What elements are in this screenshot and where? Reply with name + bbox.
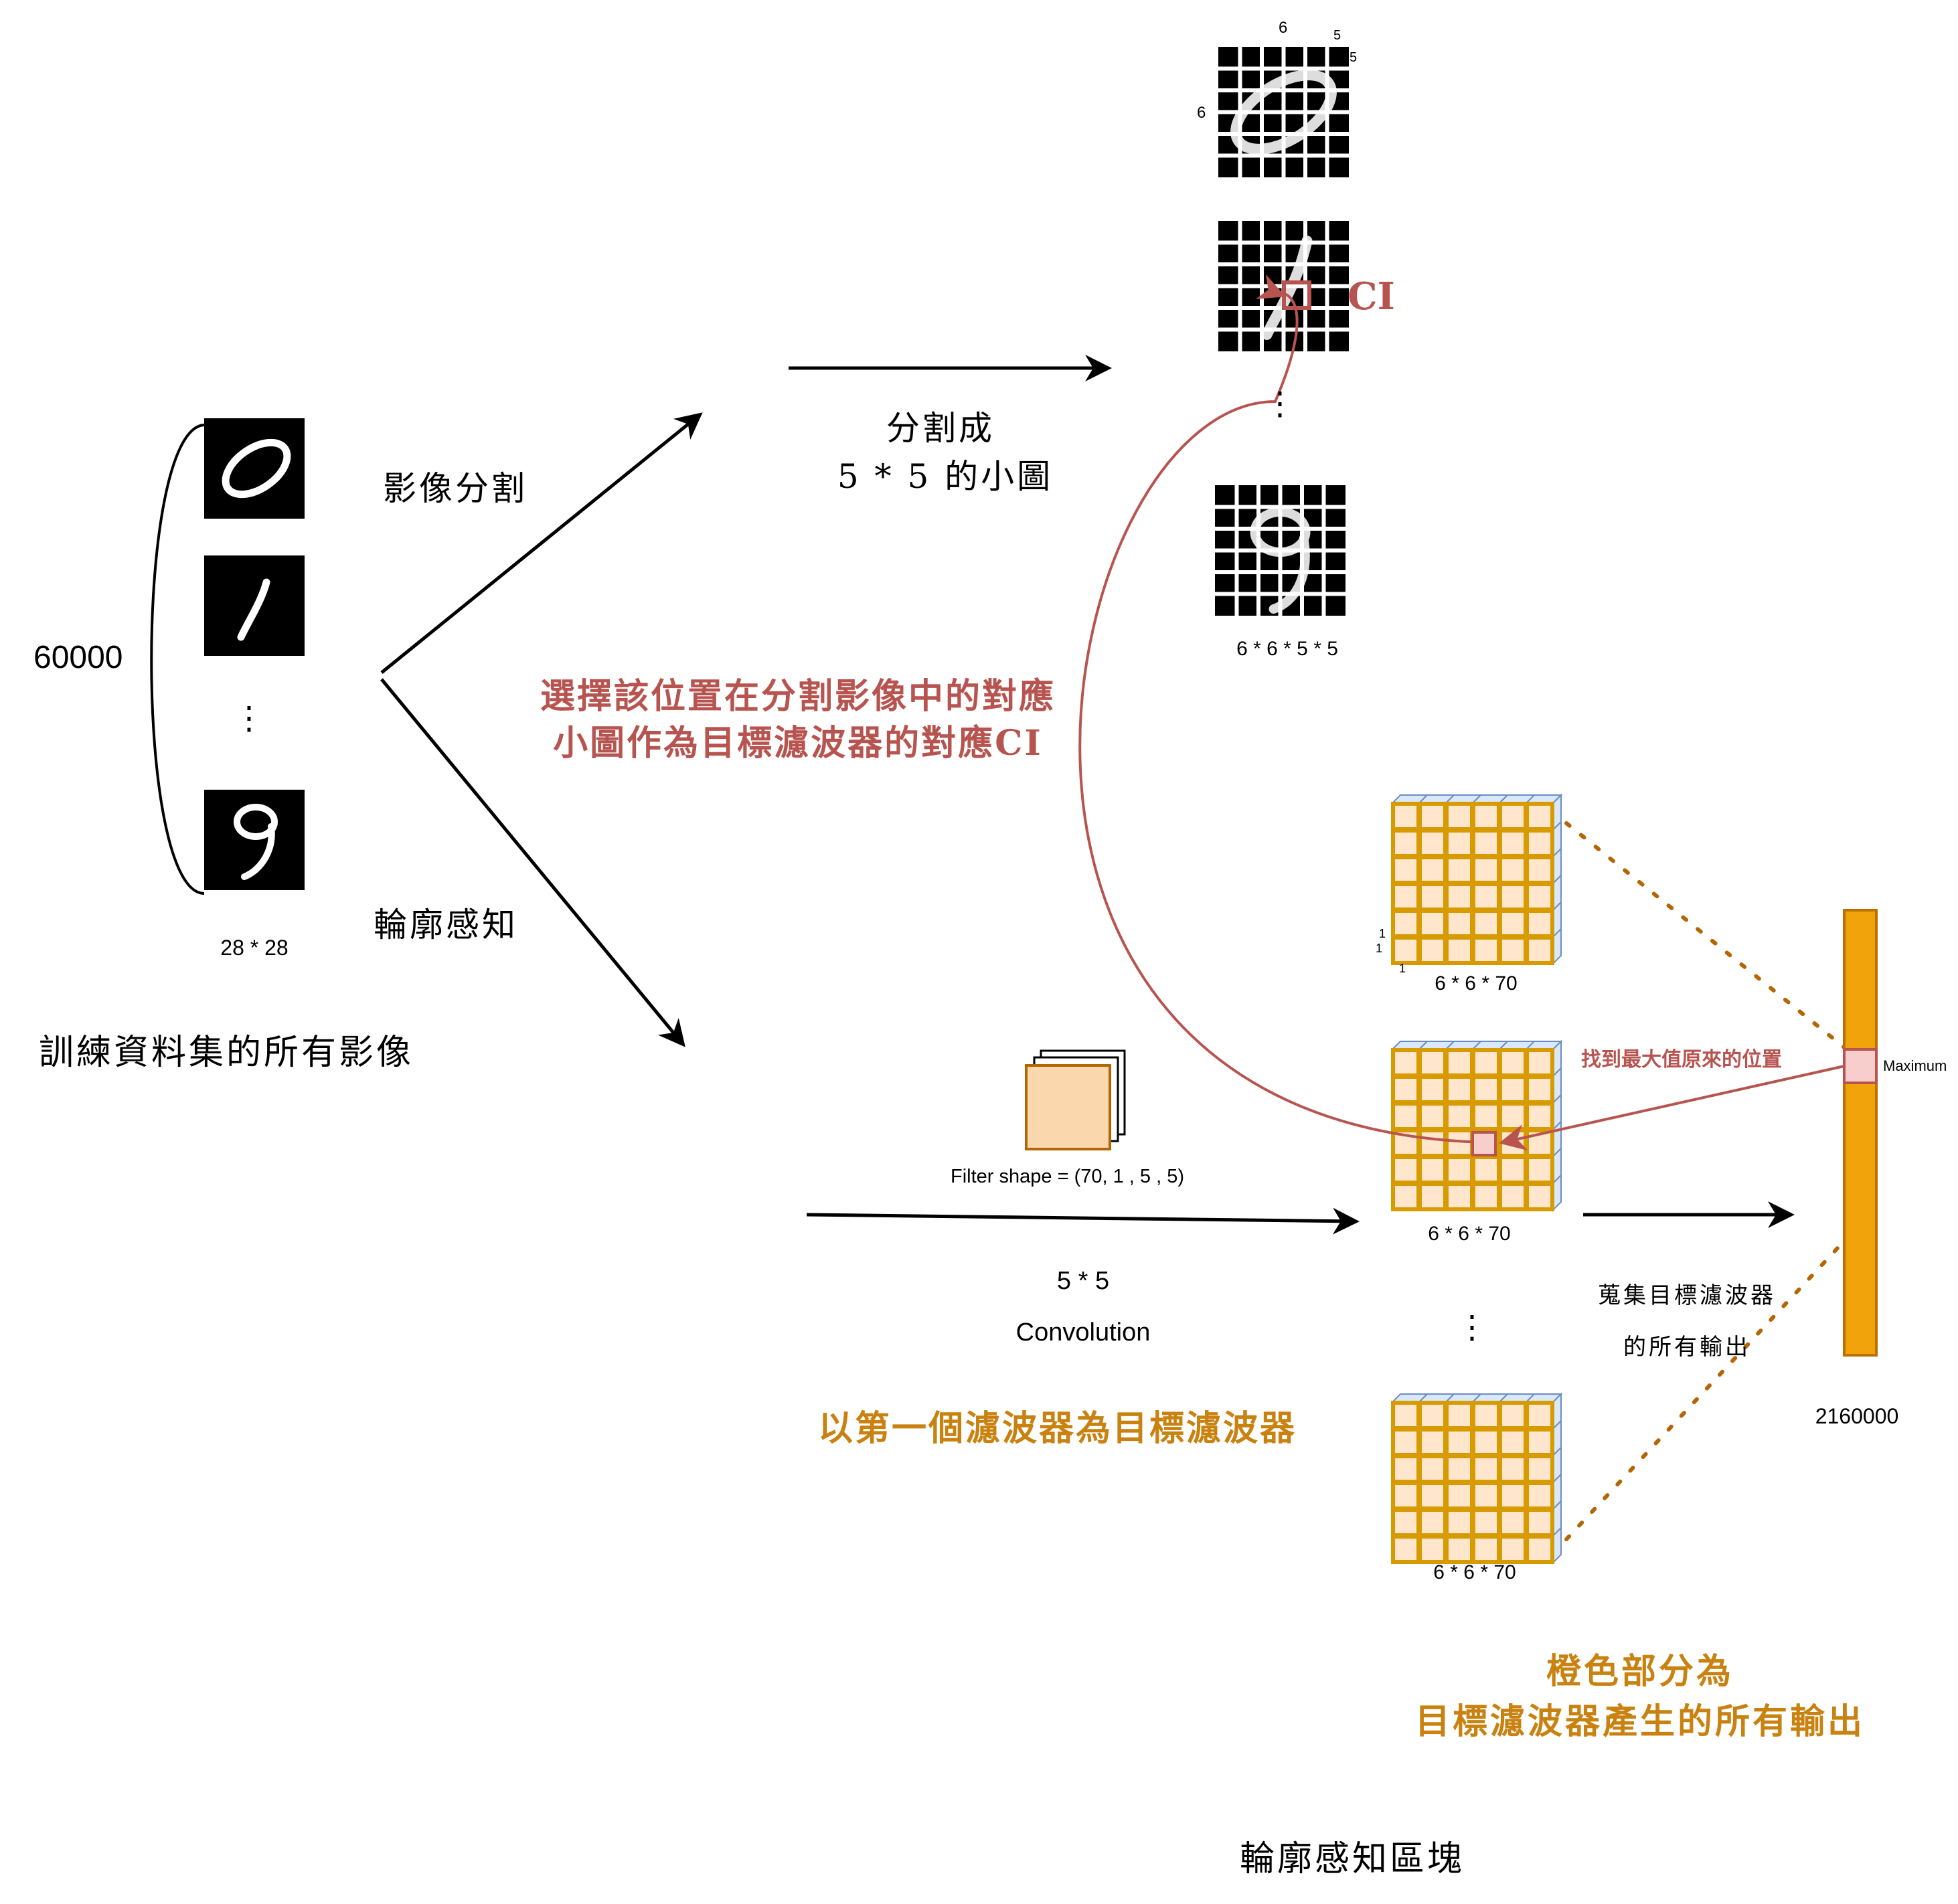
collect-label-line1: 蒐集目標濾波器 [1598,1282,1776,1309]
select-note-line2: 小圖作為目標濾波器的對應CI [553,723,1043,764]
image-size-label: 28 * 28 [220,936,289,960]
grid-dim-corner-a: 5 [1333,28,1341,43]
grid-total-label: 6 * 6 * 5 * 5 [1236,638,1338,660]
feature-map-cube-bottom [1390,1392,1563,1565]
grid-dim-corner-b: 5 [1350,50,1358,65]
max-location-cell [1471,1131,1497,1156]
output-vector-bar [1843,909,1878,1357]
find-max-label: 找到最大值原來的位置 [1581,1048,1782,1071]
collect-label-line2: 的所有輸出 [1623,1334,1750,1361]
curve-to-ci [1078,274,1483,1144]
feature-map-label-mid: 6 * 6 * 70 [1428,1223,1511,1245]
filter-shape-label: Filter shape = (70, 1 , 5 , 5) [951,1166,1184,1187]
depth-mark-b: 1 [1376,942,1383,955]
digit-thumbnail-0 [204,418,305,519]
target-filter-note: 以第一個濾波器為目標濾波器 [818,1408,1297,1449]
depth-mark-c: 1 [1399,962,1406,975]
block-title: 輪廓感知區塊 [1239,1839,1465,1879]
select-note-line1: 選擇該位置在分割影像中的對應 [540,676,1056,717]
split-grid-0 [1218,47,1349,177]
dataset-caption: 訓練資料集的所有影像 [39,1033,414,1073]
orange-note-line1: 橙色部分為 [1546,1651,1734,1692]
digit-thumbnail-9 [204,790,305,890]
arrow-to-segmentation [380,412,703,674]
dataset-count-label: 60000 [33,640,123,675]
grid-dim-left: 6 [1197,104,1206,122]
grid-dim-top: 6 [1279,19,1288,37]
dotted-connector-top [1564,821,1846,1049]
feature-map-label-bottom: 6 * 6 * 70 [1433,1561,1516,1583]
maximum-label: Maximum [1883,1057,1947,1074]
split-grid-9 [1215,485,1345,616]
split-label-line1: 分割成 [886,409,995,448]
feature-map-cubes [1390,793,1563,1565]
depth-mark-a: 1 [1379,927,1386,940]
dataset-bracket [150,424,205,895]
feature-map-cube-top [1390,793,1563,966]
arrow-max-to-location [1499,1065,1845,1151]
arrow-to-contour [380,678,685,1047]
arrow-convolution [806,1207,1360,1235]
split-grids [1215,47,1349,616]
ci-label: CI [1348,274,1395,319]
branch-label-contour: 輪廓感知 [374,905,518,944]
maximum-cell [1843,1048,1878,1084]
feature-map-label-top: 6 * 6 * 70 [1435,972,1518,994]
orange-note-line2: 目標濾波器產生的所有輸出 [1414,1701,1866,1742]
split-label-line2: 5 * 5 的小圖 [837,457,1054,496]
filter-stack-icon [1025,1049,1126,1150]
grids-ellipsis: ⋮ [1264,386,1296,422]
branch-label-segmentation: 影像分割 [383,469,527,508]
convolution-label: Convolution [1015,1318,1151,1347]
feature-maps-ellipsis: ⋮ [1456,1310,1488,1345]
feature-map-cube-mid [1390,1039,1563,1212]
vector-length-label: 2160000 [1815,1404,1899,1428]
dataset-ellipsis: ⋮ [233,701,265,736]
kernel-label: 5 * 5 [1056,1267,1110,1295]
digit-thumbnail-1 [204,555,305,656]
